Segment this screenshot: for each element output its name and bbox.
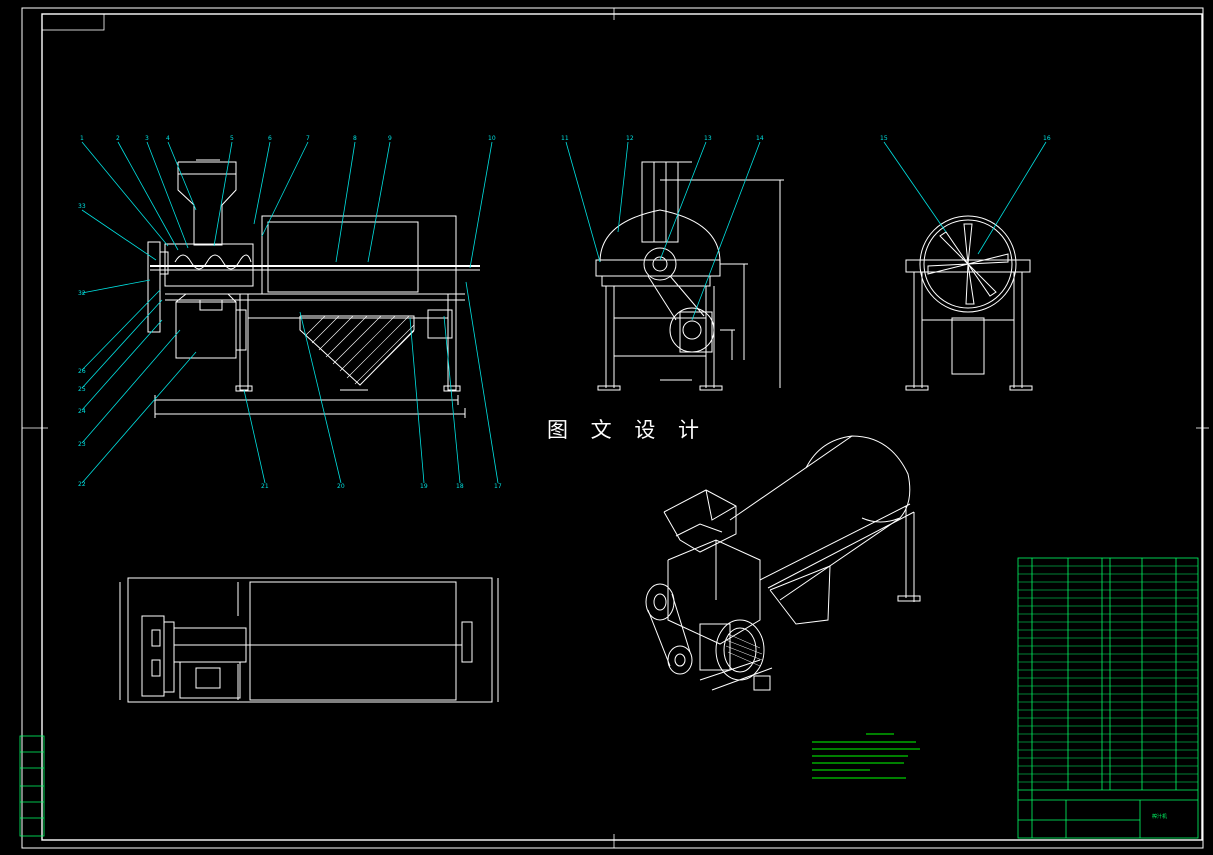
- inner-border: [41, 13, 1203, 841]
- svg-text:9: 9: [388, 135, 392, 142]
- svg-text:1: 1: [80, 135, 84, 142]
- svg-text:4: 4: [166, 135, 170, 142]
- svg-text:33: 33: [78, 203, 86, 210]
- title-block: [1018, 789, 1198, 838]
- svg-text:3: 3: [145, 135, 149, 142]
- chute-hatch: [304, 315, 415, 385]
- top-view: [119, 577, 499, 703]
- svg-text:6: 6: [268, 135, 272, 142]
- svg-text:17: 17: [494, 483, 502, 490]
- side-view: [595, 161, 784, 391]
- svg-text:25: 25: [78, 386, 86, 393]
- svg-text:21: 21: [261, 483, 269, 490]
- side-balloon-labels: 11 12 13 14: [561, 135, 764, 142]
- isometric-view: [645, 435, 921, 691]
- side-strip: [19, 735, 45, 837]
- tech-notes: [812, 733, 920, 779]
- svg-text:5: 5: [230, 135, 234, 142]
- svg-text:11: 11: [561, 135, 569, 142]
- svg-text:12: 12: [626, 135, 634, 142]
- motor-fins: [725, 633, 763, 667]
- front-view: [147, 159, 480, 418]
- svg-text:10: 10: [488, 135, 496, 142]
- parts-list-table: [1017, 557, 1199, 839]
- corner-tag-box: [41, 13, 105, 31]
- watermark-text: 图 文 设 计: [547, 418, 708, 442]
- svg-text:20: 20: [337, 483, 345, 490]
- svg-text:13: 13: [704, 135, 712, 142]
- svg-text:2: 2: [116, 135, 120, 142]
- parts-list-rows: [1018, 565, 1198, 783]
- section-leaders: [883, 141, 1047, 255]
- svg-text:16: 16: [1043, 135, 1051, 142]
- svg-text:18: 18: [456, 483, 464, 490]
- centering-marks: [22, 8, 1209, 848]
- title-block-part-name: 榨汁机: [1152, 813, 1167, 820]
- svg-text:14: 14: [756, 135, 764, 142]
- svg-text:26: 26: [78, 368, 86, 375]
- section-view: [905, 215, 1033, 391]
- front-leaders: [81, 141, 499, 484]
- svg-text:32: 32: [78, 290, 86, 297]
- svg-text:7: 7: [306, 135, 310, 142]
- svg-text:15: 15: [880, 135, 888, 142]
- side-leaders: [565, 141, 761, 321]
- svg-text:23: 23: [78, 441, 86, 448]
- svg-text:8: 8: [353, 135, 357, 142]
- svg-text:19: 19: [420, 483, 428, 490]
- svg-text:22: 22: [78, 481, 86, 488]
- svg-text:24: 24: [78, 408, 86, 415]
